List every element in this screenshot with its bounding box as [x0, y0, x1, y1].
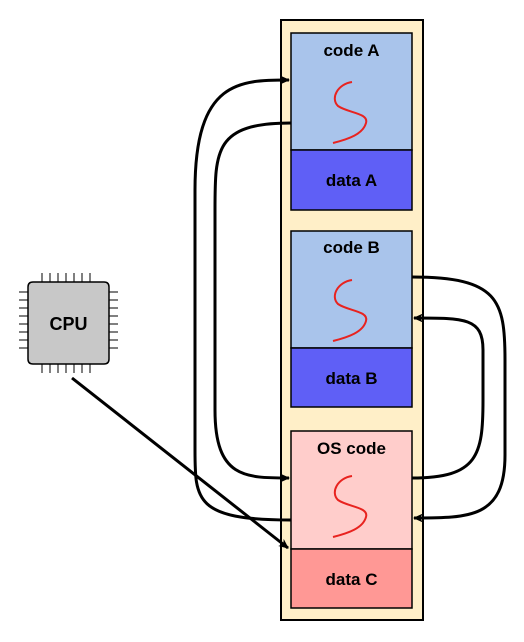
code-a-thread-icon [332, 81, 368, 144]
data-a-label: data A [326, 171, 377, 190]
code-b-block [290, 230, 413, 349]
os-to-code-b-arrow [411, 313, 485, 480]
cpu-label: CPU [49, 314, 87, 334]
data-b-label: data B [326, 369, 378, 388]
operating-system: OS code data C [290, 430, 413, 609]
data-c-block [290, 548, 413, 609]
os-code-label: OS code [317, 439, 386, 458]
os-to-code-a-arrow [193, 75, 292, 522]
code-b-thread-icon [332, 279, 368, 342]
cpu-chip-icon: CPU [19, 273, 118, 373]
code-a-to-os-arrow [213, 121, 292, 483]
os-code-block [290, 430, 413, 550]
code-a-label: code A [323, 41, 379, 60]
cpu-to-os-arrow [71, 376, 289, 550]
code-b-label: code B [323, 238, 380, 257]
process-a: code A data A [290, 32, 413, 211]
code-b-to-os-arrow [411, 275, 507, 523]
data-b-block [290, 347, 413, 408]
os-code-thread-icon [332, 475, 368, 538]
code-a-block [290, 32, 413, 151]
data-a-block [290, 149, 413, 211]
process-b: code B data B [290, 230, 413, 408]
data-c-label: data C [326, 570, 378, 589]
